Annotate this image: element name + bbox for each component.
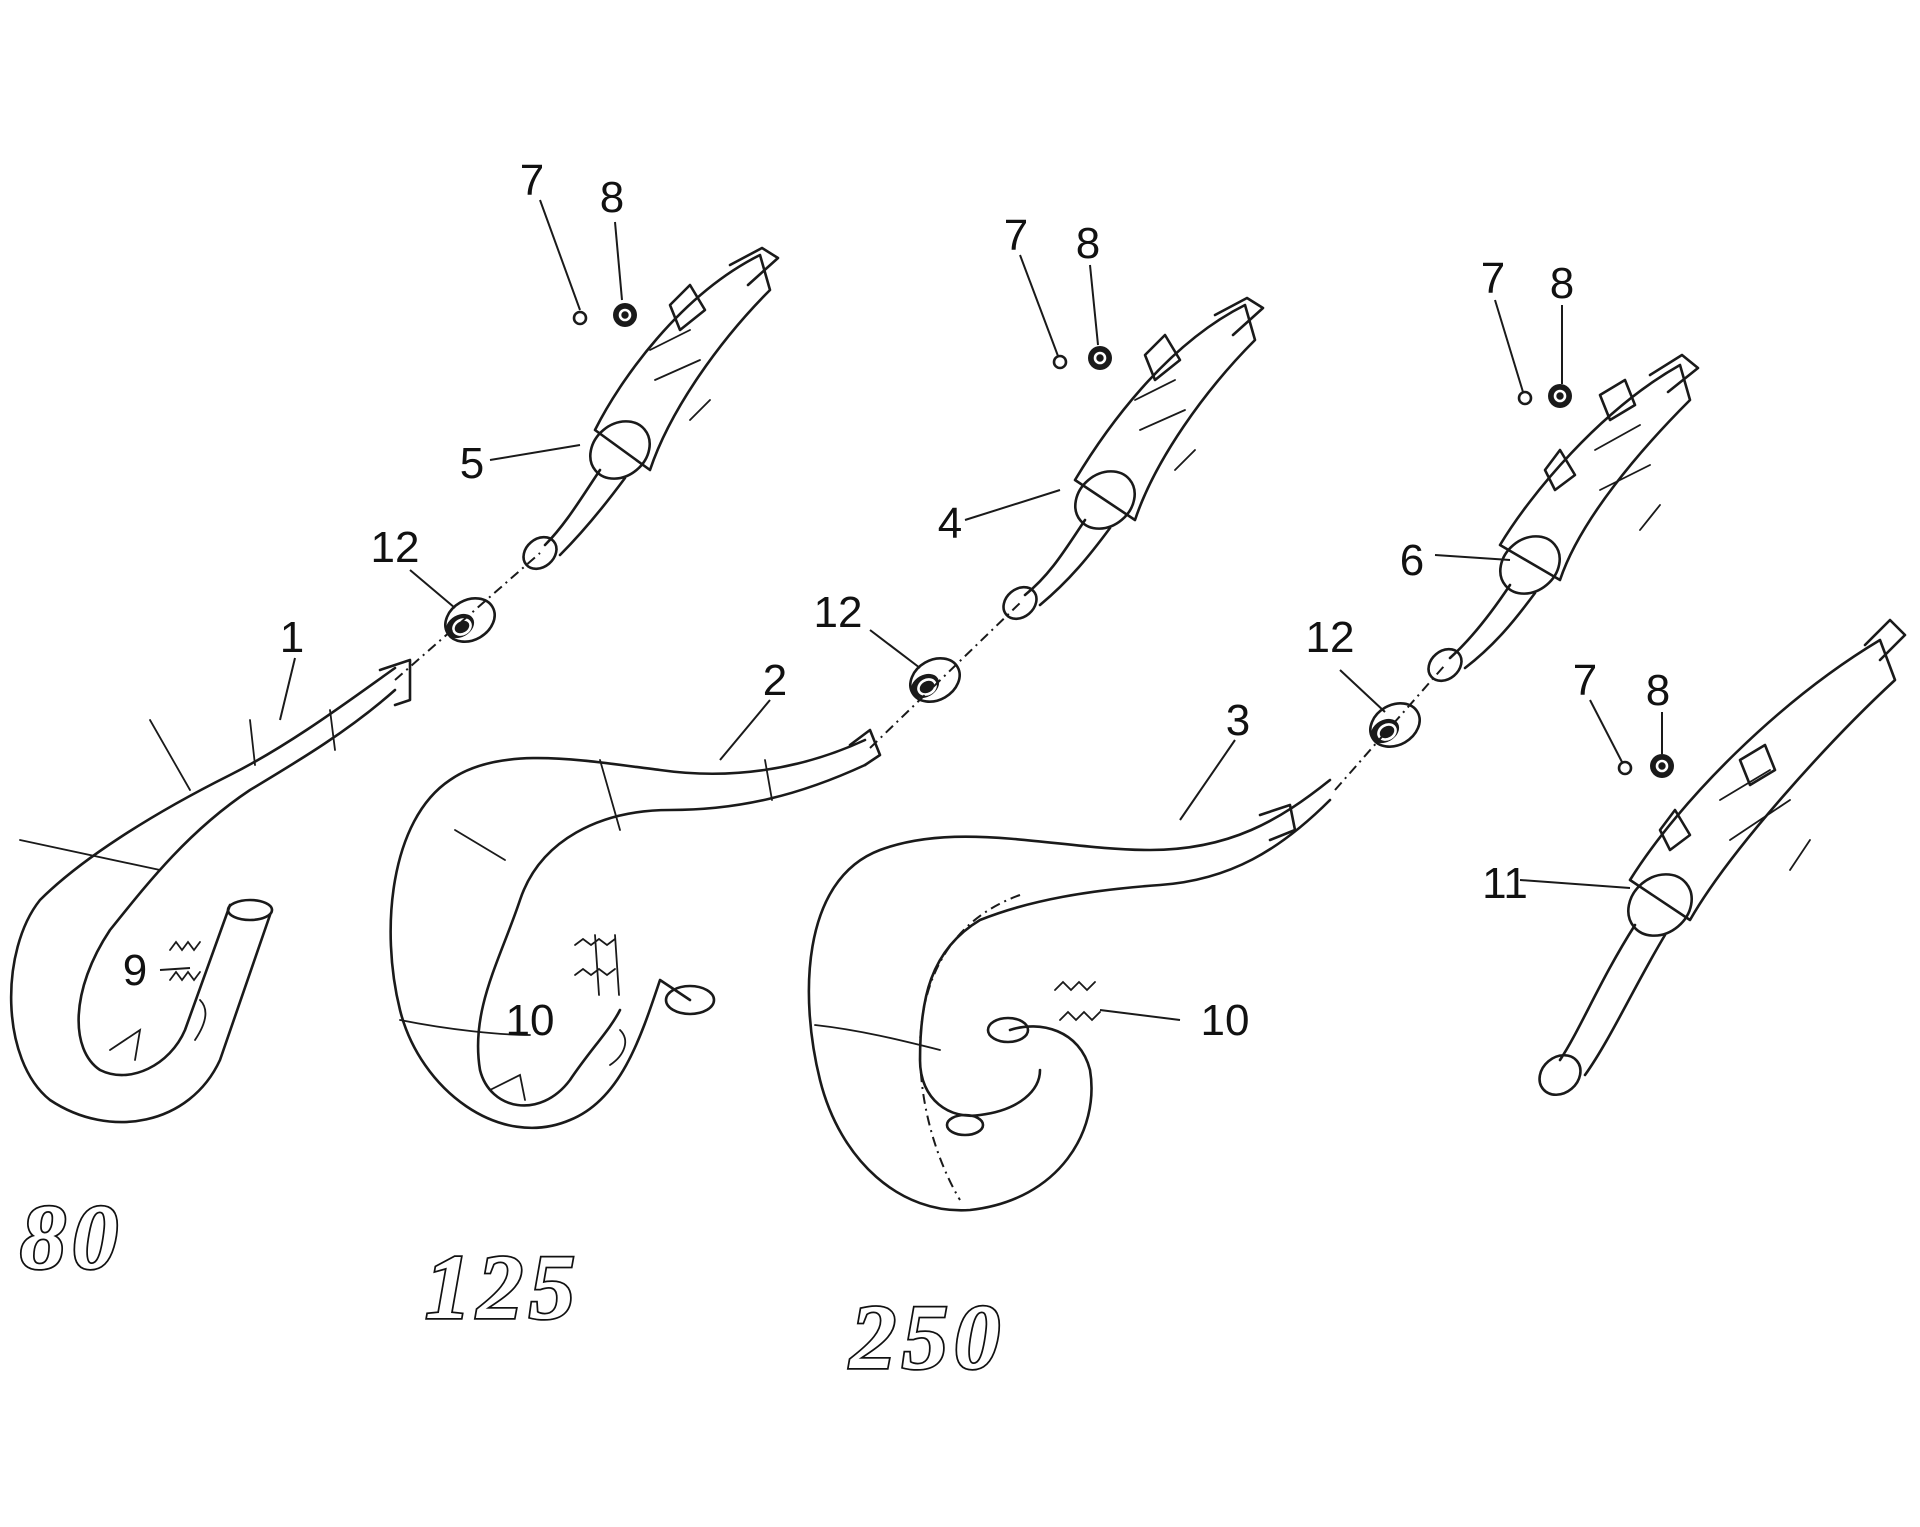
bolt-washer-group-b: [1052, 346, 1112, 370]
callout-7d: 7: [1573, 656, 1597, 705]
callout-6: 6: [1400, 536, 1424, 585]
bolt-washer-group-d: [1617, 754, 1674, 778]
callout-10a: 10: [506, 996, 555, 1045]
callout-10b: 10: [1201, 996, 1250, 1045]
callout-3: 3: [1226, 696, 1250, 745]
exhaust-pipe-3: [807, 778, 1332, 1212]
model-label-125: 125: [425, 1236, 581, 1338]
seal-12-a: [444, 597, 496, 643]
exhaust-pipe-2: [389, 728, 882, 1130]
callout-8b: 8: [1076, 219, 1100, 268]
callout-8a: 8: [600, 173, 624, 222]
callout-12c: 12: [1306, 613, 1355, 662]
callout-7a: 7: [520, 156, 544, 205]
exhaust-pipe-1: [9, 658, 412, 1124]
callout-7c: 7: [1481, 254, 1505, 303]
callout-11: 11: [1482, 859, 1528, 908]
callout-1: 1: [280, 613, 304, 662]
callout-8c: 8: [1550, 259, 1574, 308]
leader-lines: [159, 199, 1663, 1021]
model-label-80: 80: [20, 1186, 124, 1288]
centerline-1: [394, 552, 541, 681]
model-label-250: 250: [848, 1286, 1006, 1388]
callout-5: 5: [460, 439, 484, 488]
muffler-5: [522, 246, 780, 571]
callout-4: 4: [938, 499, 962, 548]
seal-12-c: [1369, 702, 1421, 748]
seal-12-b: [909, 657, 961, 703]
callout-12b: 12: [814, 588, 863, 637]
centerline-2: [869, 602, 1021, 749]
muffler-6: [1427, 353, 1700, 683]
muffler-4: [1002, 296, 1265, 621]
bolt-washer-group-a: [572, 303, 637, 327]
callout-9: 9: [123, 946, 147, 995]
callout-12a: 12: [371, 523, 420, 572]
bolt-washer-group-c: [1517, 384, 1572, 408]
muffler-11: [1538, 618, 1907, 1097]
callout-2: 2: [763, 656, 787, 705]
callout-8d: 8: [1646, 666, 1670, 715]
callout-7b: 7: [1004, 211, 1028, 260]
centerline-3: [1334, 664, 1446, 791]
